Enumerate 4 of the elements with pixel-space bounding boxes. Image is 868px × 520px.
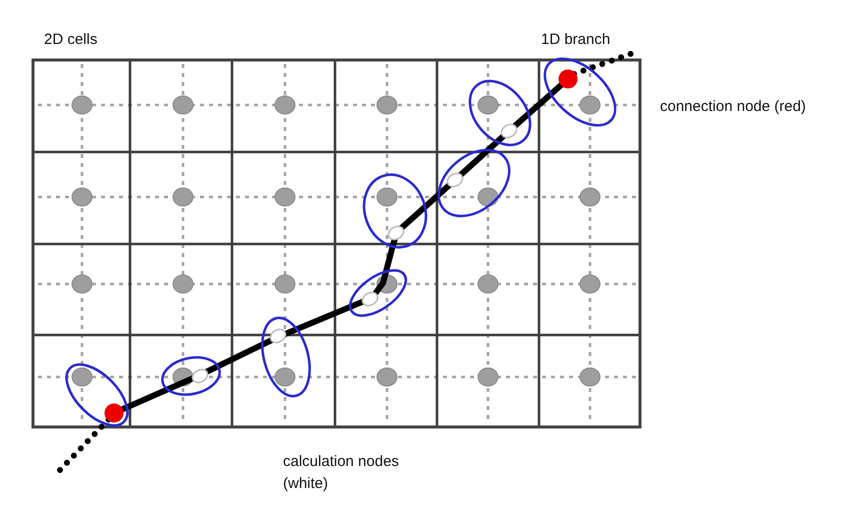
annotation-label: 1D branch (541, 30, 610, 50)
annotation-label: 2D cells (44, 30, 98, 50)
annotation-label: calculation nodes (white) (283, 452, 400, 494)
annotation-label: connection node (red) (660, 97, 806, 117)
